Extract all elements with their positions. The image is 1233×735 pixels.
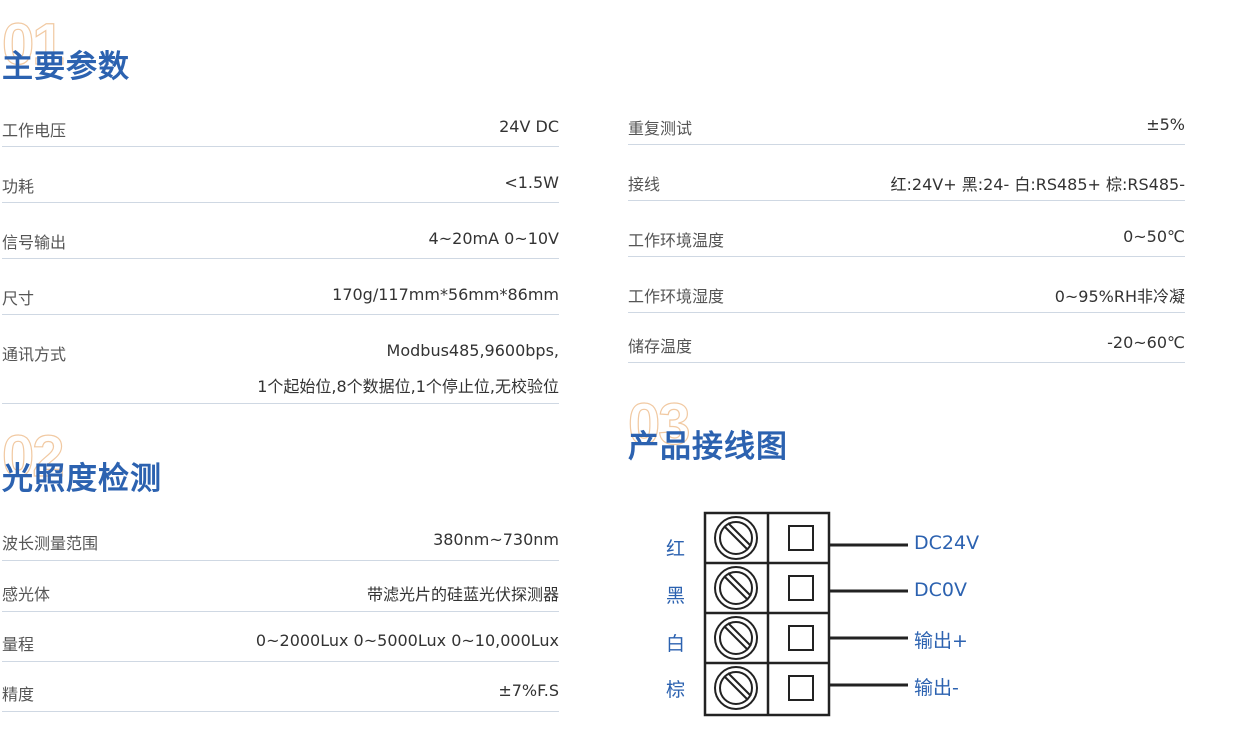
- param-row-operating-temp: 工作环境温度 0~50℃: [628, 222, 1185, 257]
- param-row-communication: 通讯方式 Modbus485,9600bps, 1个起始位,8个数据位,1个停止…: [2, 336, 559, 404]
- light-row-accuracy: 精度 ±7%F.S: [2, 677, 559, 712]
- param-key: 功耗: [2, 177, 35, 196]
- param-row-wiring: 接线 红:24V+ 黑:24- 白:RS485+ 棕:RS485-: [628, 166, 1185, 201]
- section-number-01: 01: [1, 12, 65, 77]
- param-row-operating-humidity: 工作环境湿度 0~95%RH非冷凝: [628, 278, 1185, 313]
- param-key: 工作电压: [2, 121, 67, 140]
- terminal-3: [705, 616, 829, 665]
- param-row-storage-temp: 储存温度 -20~60℃: [628, 328, 1185, 363]
- wire-color-label: 棕: [666, 679, 686, 701]
- terminal-block: [703, 511, 908, 717]
- param-value: 0~95%RH非冷凝: [1054, 287, 1185, 306]
- section-number-03: 03: [627, 392, 691, 457]
- terminal-2: [705, 566, 829, 615]
- param-row-repeatability: 重复测试 ±5%: [628, 110, 1185, 145]
- param-key: 接线: [628, 175, 661, 194]
- param-key: 工作环境温度: [628, 231, 725, 250]
- param-value: ±7%F.S: [498, 681, 559, 700]
- wire-color-label: 黑: [666, 585, 686, 607]
- param-key: 储存温度: [628, 337, 693, 356]
- param-row-voltage: 工作电压 24V DC: [2, 112, 559, 147]
- param-value: 0~2000Lux 0~5000Lux 0~10,000Lux: [255, 631, 559, 650]
- param-key: 感光体: [2, 585, 51, 604]
- section-title-light-detection: 光照度检测: [2, 461, 162, 497]
- terminal-1: [705, 516, 829, 565]
- param-value: 带滤光片的硅蓝光伏探测器: [366, 585, 559, 604]
- param-key: 波长测量范围: [2, 534, 99, 553]
- light-row-wavelength: 波长测量范围 380nm~730nm: [2, 526, 559, 561]
- light-row-range: 量程 0~2000Lux 0~5000Lux 0~10,000Lux: [2, 627, 559, 662]
- param-row-signal-output: 信号输出 4~20mA 0~10V: [2, 224, 559, 259]
- param-row-size: 尺寸 170g/117mm*56mm*86mm: [2, 280, 559, 315]
- wire-output-label: DC0V: [914, 579, 967, 601]
- wire-color-label: 红: [666, 538, 686, 560]
- light-row-sensor: 感光体 带滤光片的硅蓝光伏探测器: [2, 577, 559, 612]
- wiring-diagram: 红 黑 白 棕: [628, 490, 1228, 730]
- param-key: 精度: [2, 685, 35, 704]
- section-title-main-params: 主要参数: [2, 49, 130, 85]
- terminal-4: [714, 666, 814, 710]
- wire-output-label: 输出-: [914, 677, 959, 699]
- param-row-power: 功耗 <1.5W: [2, 168, 559, 203]
- param-value: ±5%: [1146, 115, 1185, 134]
- wire-color-label: 白: [666, 633, 686, 655]
- param-key: 重复测试: [628, 119, 693, 138]
- wire-output-label: DC24V: [914, 532, 980, 554]
- param-key: 量程: [2, 635, 35, 654]
- param-key: 工作环境湿度: [628, 287, 725, 306]
- param-value-line2: 1个起始位,8个数据位,1个停止位,无校验位: [257, 377, 559, 396]
- param-value: <1.5W: [504, 173, 559, 192]
- param-value: 4~20mA 0~10V: [428, 229, 559, 248]
- section-number-02: 02: [1, 424, 65, 489]
- param-value: 红:24V+ 黑:24- 白:RS485+ 棕:RS485-: [890, 175, 1185, 194]
- param-value: -20~60℃: [1107, 333, 1185, 352]
- param-value: Modbus485,9600bps,: [386, 341, 559, 360]
- param-value: 170g/117mm*56mm*86mm: [332, 285, 559, 304]
- param-key: 通讯方式: [2, 345, 67, 364]
- param-key: 尺寸: [2, 289, 35, 308]
- wire-output-label: 输出+: [914, 630, 968, 652]
- section-title-wiring-diagram: 产品接线图: [628, 429, 788, 465]
- param-key: 信号输出: [2, 233, 67, 252]
- param-value: 24V DC: [499, 117, 559, 136]
- param-value: 380nm~730nm: [433, 530, 559, 549]
- param-value: 0~50℃: [1123, 227, 1185, 246]
